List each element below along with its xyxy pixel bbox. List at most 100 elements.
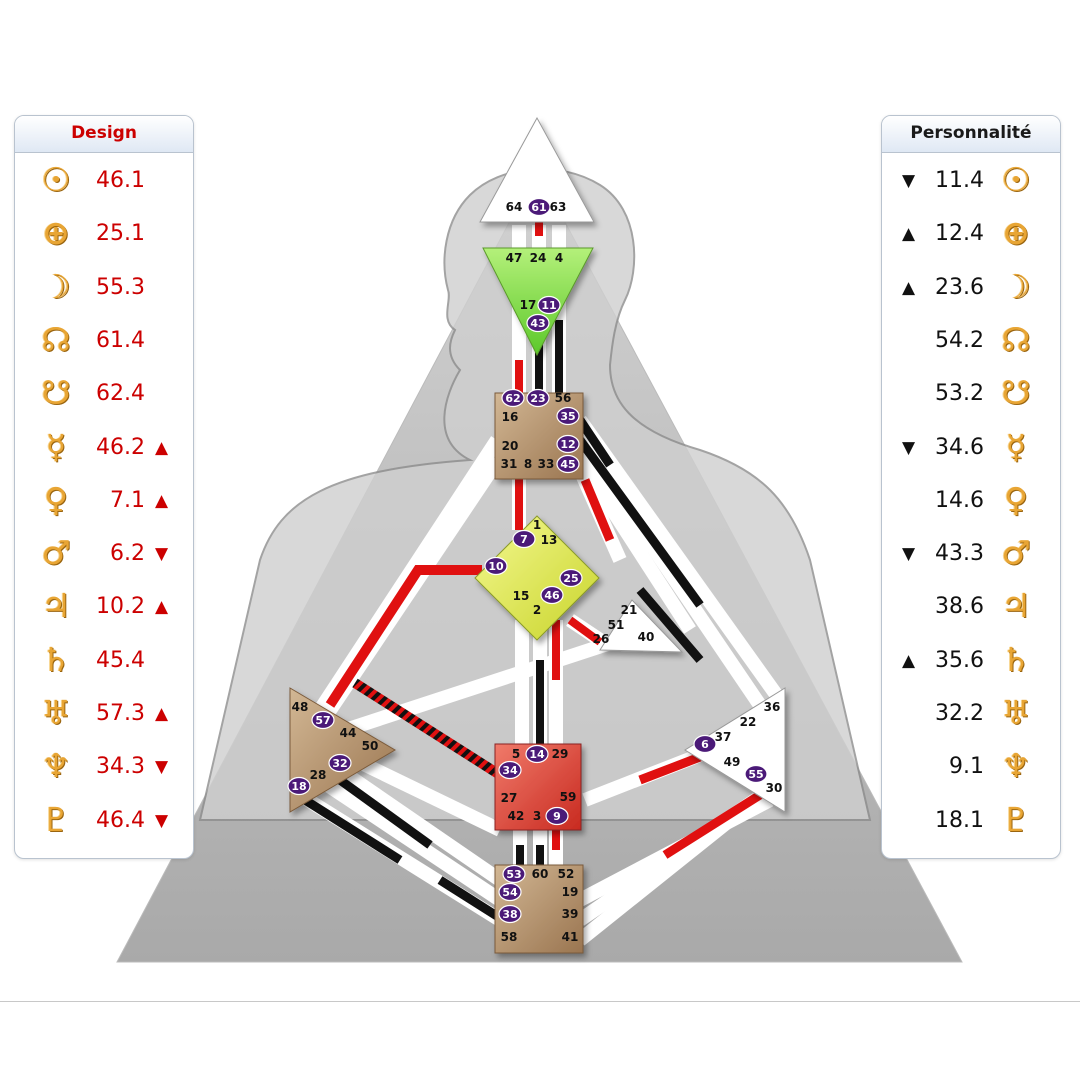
- personality-value: 54.2: [935, 327, 984, 353]
- gate-46[interactable]: 46: [544, 589, 560, 602]
- gate-7[interactable]: 7: [520, 533, 528, 546]
- gate-17[interactable]: 17: [520, 298, 537, 312]
- detriment-arrow-icon: ▼: [902, 171, 916, 191]
- gate-23-badge: [526, 388, 550, 408]
- exalted-arrow-icon: ▲: [902, 224, 916, 245]
- design-row-sun: ☉46.1: [15, 156, 193, 206]
- gate-38[interactable]: 38: [502, 908, 517, 921]
- design-value: 61.4: [96, 327, 145, 353]
- gate-32[interactable]: 32: [332, 757, 347, 770]
- venus-icon: ♀: [43, 479, 69, 519]
- gate-49[interactable]: 49: [724, 755, 741, 769]
- gate-51[interactable]: 51: [608, 618, 625, 632]
- moon-icon: ☽: [1001, 266, 1031, 306]
- gate-45[interactable]: 45: [560, 458, 575, 471]
- gate-22[interactable]: 22: [740, 715, 757, 729]
- gate-39[interactable]: 39: [562, 907, 579, 921]
- gate-30[interactable]: 30: [766, 781, 783, 795]
- design-value: 7.1: [110, 487, 145, 513]
- gate-7-badge: [512, 529, 536, 549]
- gate-8[interactable]: 8: [524, 457, 532, 471]
- gate-59[interactable]: 59: [560, 790, 577, 804]
- gate-44[interactable]: 44: [340, 726, 357, 740]
- gate-19[interactable]: 19: [562, 885, 579, 899]
- gate-21[interactable]: 21: [621, 603, 638, 617]
- gate-24[interactable]: 24: [530, 251, 547, 265]
- gate-11[interactable]: 11: [541, 299, 556, 312]
- gate-43[interactable]: 43: [530, 317, 545, 330]
- gate-62-badge: [501, 388, 525, 408]
- gate-48[interactable]: 48: [292, 700, 309, 714]
- gate-12[interactable]: 12: [560, 438, 575, 451]
- gate-23[interactable]: 23: [530, 392, 545, 405]
- gate-25[interactable]: 25: [563, 572, 578, 585]
- venus-icon: ♀: [1003, 479, 1029, 519]
- gate-36[interactable]: 36: [764, 700, 781, 714]
- gate-5[interactable]: 5: [512, 747, 520, 761]
- gate-6[interactable]: 6: [701, 738, 709, 751]
- gate-41[interactable]: 41: [562, 930, 579, 944]
- gate-18[interactable]: 18: [291, 780, 306, 793]
- gate-26[interactable]: 26: [593, 632, 610, 646]
- gate-57[interactable]: 57: [315, 714, 330, 727]
- gate-13[interactable]: 13: [541, 533, 558, 547]
- gate-56[interactable]: 56: [555, 391, 572, 405]
- gate-64[interactable]: 64: [506, 200, 523, 214]
- south-node-icon: ☋: [41, 373, 71, 413]
- gate-47[interactable]: 47: [506, 251, 523, 265]
- gate-14[interactable]: 14: [529, 748, 545, 761]
- gate-4[interactable]: 4: [555, 251, 563, 265]
- ajna-center[interactable]: [482, 247, 594, 357]
- gate-53[interactable]: 53: [506, 868, 521, 881]
- gate-60[interactable]: 60: [532, 867, 549, 881]
- gate-37[interactable]: 37: [715, 730, 732, 744]
- gate-35[interactable]: 35: [560, 410, 575, 423]
- heart-center[interactable]: [599, 599, 684, 653]
- gate-55[interactable]: 55: [748, 768, 763, 781]
- gate-43-badge: [526, 313, 550, 333]
- design-row-north-node: ☊61.4: [15, 316, 193, 366]
- design-value: 62.4: [96, 381, 145, 407]
- personality-value: 35.6: [935, 647, 984, 673]
- gate-20[interactable]: 20: [502, 439, 519, 453]
- gate-29[interactable]: 29: [552, 747, 569, 761]
- neptune-icon: ♆: [1001, 746, 1031, 786]
- gate-31[interactable]: 31: [501, 457, 518, 471]
- gate-54[interactable]: 54: [502, 886, 518, 899]
- mercury-icon: ☿: [45, 426, 67, 466]
- gate-33[interactable]: 33: [538, 457, 555, 471]
- gate-53-badge: [502, 864, 526, 884]
- head-center[interactable]: [479, 116, 595, 223]
- gate-16[interactable]: 16: [502, 410, 519, 424]
- personality-title: Personnalité: [882, 116, 1060, 153]
- personality-value: 23.6: [935, 274, 984, 300]
- exalted-arrow-icon: ▲: [155, 704, 169, 724]
- gate-52[interactable]: 52: [558, 867, 575, 881]
- gate-28[interactable]: 28: [310, 768, 327, 782]
- gate-62[interactable]: 62: [505, 392, 520, 405]
- gate-63[interactable]: 63: [550, 200, 567, 214]
- gate-50[interactable]: 50: [362, 739, 379, 753]
- personality-value: 12.4: [935, 221, 984, 247]
- gate-10-badge: [484, 556, 508, 576]
- gate-34[interactable]: 34: [502, 764, 518, 777]
- gate-6-badge: [693, 734, 717, 754]
- gate-61[interactable]: 61: [531, 201, 546, 214]
- gate-12-badge: [556, 434, 580, 454]
- activation-layer: [302, 222, 763, 922]
- gate-27[interactable]: 27: [501, 791, 518, 805]
- uranus-icon: ♅: [41, 693, 71, 732]
- gate-3[interactable]: 3: [533, 809, 541, 823]
- gate-40[interactable]: 40: [638, 630, 655, 644]
- gate-42[interactable]: 42: [508, 809, 525, 823]
- gate-58[interactable]: 58: [501, 930, 518, 944]
- personality-row-south-node: ☋53.2: [882, 369, 1060, 419]
- gate-10[interactable]: 10: [488, 560, 504, 573]
- gate-2[interactable]: 2: [533, 603, 541, 617]
- gate-9[interactable]: 9: [553, 810, 561, 823]
- gate-15[interactable]: 15: [513, 589, 530, 603]
- personality-panel: Personnalité ☉11.4▼⊕12.4▲☽23.6▲☊54.2☋53.…: [881, 115, 1061, 859]
- exalted-arrow-icon: ▲: [155, 437, 169, 458]
- gate-1[interactable]: 1: [533, 518, 541, 532]
